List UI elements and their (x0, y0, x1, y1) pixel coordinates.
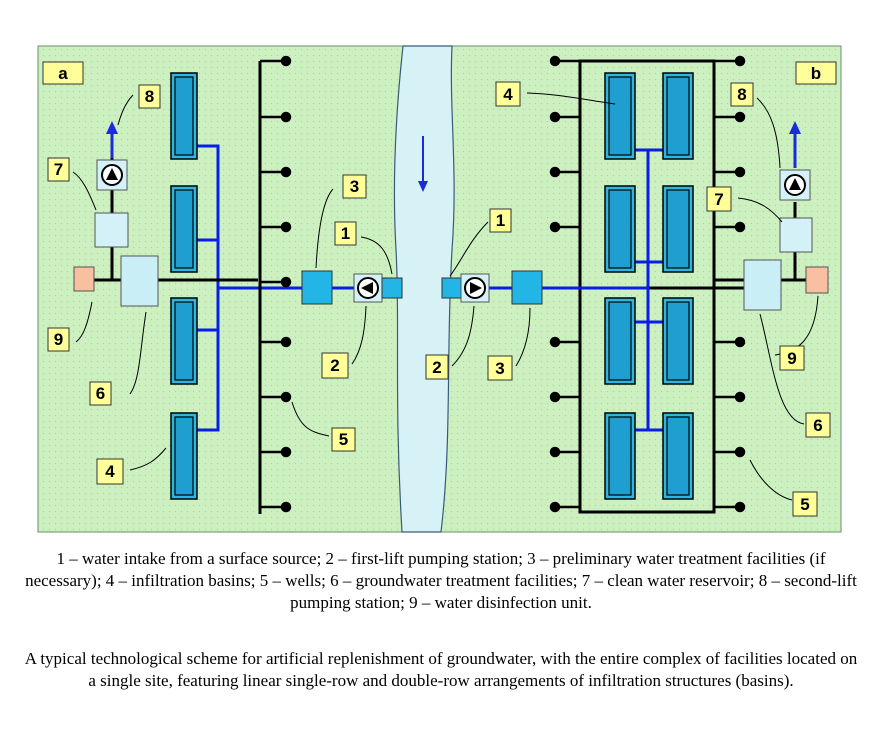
disinfection-unit-left (73, 266, 95, 292)
panel-b-label: b (795, 61, 837, 85)
svg-text:7: 7 (714, 190, 723, 209)
svg-text:3: 3 (350, 177, 359, 196)
outflow-arrow-left (106, 121, 118, 158)
label-3-left: 3 (342, 174, 367, 199)
svg-text:6: 6 (813, 416, 822, 435)
first-lift-pump-right (460, 273, 490, 303)
infiltration-basins-right (604, 72, 694, 500)
legend-text: 1 – water intake from a surface source; … (25, 549, 857, 612)
pretreatment-right (511, 270, 543, 305)
svg-text:b: b (811, 64, 821, 83)
svg-text:1: 1 (341, 224, 350, 243)
svg-text:4: 4 (105, 462, 115, 481)
label-2-right: 2 (425, 354, 449, 380)
clean-water-reservoir-right (779, 217, 813, 253)
svg-text:1: 1 (496, 211, 505, 230)
svg-text:4: 4 (503, 85, 513, 104)
wells-left (260, 55, 292, 513)
scheme-diagram: a (37, 45, 842, 533)
svg-text:9: 9 (54, 330, 63, 349)
disinfection-unit-right (805, 266, 829, 294)
label-5-right: 5 (792, 491, 818, 517)
river (393, 45, 455, 533)
infiltration-basins-left (170, 72, 198, 500)
label-5-left: 5 (331, 427, 356, 452)
label-4-left: 4 (96, 458, 124, 485)
flow-arrow-icon (418, 136, 428, 192)
second-lift-pump-right (779, 169, 811, 201)
outflow-arrow-right (789, 121, 801, 168)
wells-right (549, 55, 746, 513)
svg-text:5: 5 (339, 430, 348, 449)
label-8-left: 8 (138, 84, 161, 109)
figure-caption: A typical technological scheme for artif… (24, 649, 858, 690)
svg-text:5: 5 (800, 495, 809, 514)
svg-text:9: 9 (787, 349, 796, 368)
leader-lines (72, 92, 819, 501)
second-lift-pump-left (96, 159, 128, 191)
clean-water-reservoir-left (94, 212, 129, 248)
svg-text:7: 7 (54, 160, 63, 179)
svg-text:2: 2 (432, 358, 441, 377)
label-7-left: 7 (47, 157, 70, 182)
groundwater-treatment-right (743, 259, 782, 311)
label-9-left: 9 (47, 327, 70, 352)
blue-pipes-right (476, 148, 664, 432)
label-6-left: 6 (89, 381, 112, 406)
svg-text:a: a (58, 64, 68, 83)
svg-text:2: 2 (330, 356, 339, 375)
label-2-left: 2 (321, 352, 349, 379)
panel-a-label: a (42, 61, 84, 85)
label-3-right: 3 (487, 355, 513, 381)
water-intake-right (441, 277, 463, 299)
groundwater-treatment-left (120, 255, 159, 307)
svg-text:6: 6 (96, 384, 105, 403)
label-1-left: 1 (334, 221, 357, 246)
label-8-right: 8 (730, 82, 754, 107)
label-4-right: 4 (495, 81, 521, 107)
first-lift-pump-left (353, 273, 383, 303)
label-9-right: 9 (779, 345, 805, 371)
label-7-right: 7 (706, 186, 732, 212)
label-1-right: 1 (489, 208, 512, 233)
svg-text:3: 3 (495, 359, 504, 378)
label-6-right: 6 (805, 412, 831, 438)
water-intake-left (381, 277, 403, 299)
svg-text:8: 8 (145, 87, 154, 106)
pretreatment-left (301, 270, 333, 305)
svg-text:8: 8 (737, 85, 746, 104)
